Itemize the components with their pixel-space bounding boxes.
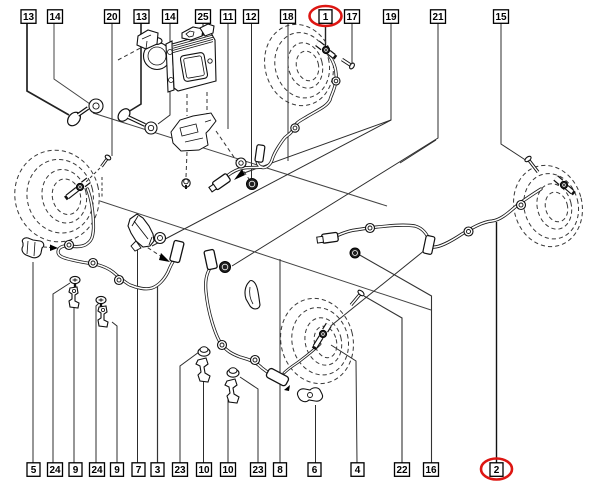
svg-text:4: 4	[355, 465, 361, 476]
svg-text:2: 2	[494, 465, 500, 476]
svg-text:7: 7	[136, 465, 142, 476]
svg-text:5: 5	[31, 465, 37, 476]
svg-text:17: 17	[346, 12, 358, 23]
svg-text:10: 10	[198, 465, 210, 476]
svg-text:13: 13	[23, 12, 35, 23]
svg-text:23: 23	[252, 465, 264, 476]
svg-text:9: 9	[73, 465, 79, 476]
svg-text:14: 14	[49, 12, 61, 23]
svg-text:15: 15	[495, 12, 507, 23]
svg-text:13: 13	[136, 12, 148, 23]
svg-text:6: 6	[312, 465, 318, 476]
svg-text:3: 3	[155, 465, 161, 476]
svg-text:24: 24	[91, 465, 103, 476]
svg-text:20: 20	[106, 12, 118, 23]
svg-text:22: 22	[396, 465, 408, 476]
svg-text:23: 23	[174, 465, 186, 476]
svg-text:12: 12	[245, 12, 257, 23]
svg-text:21: 21	[432, 12, 444, 23]
svg-text:10: 10	[222, 465, 234, 476]
svg-text:9: 9	[114, 465, 120, 476]
svg-text:24: 24	[49, 465, 61, 476]
svg-text:14: 14	[164, 12, 176, 23]
svg-text:8: 8	[277, 465, 283, 476]
svg-text:1: 1	[323, 12, 329, 23]
svg-text:18: 18	[282, 12, 294, 23]
svg-text:25: 25	[197, 12, 209, 23]
svg-text:19: 19	[385, 12, 397, 23]
svg-text:11: 11	[223, 12, 234, 23]
svg-text:16: 16	[425, 465, 437, 476]
